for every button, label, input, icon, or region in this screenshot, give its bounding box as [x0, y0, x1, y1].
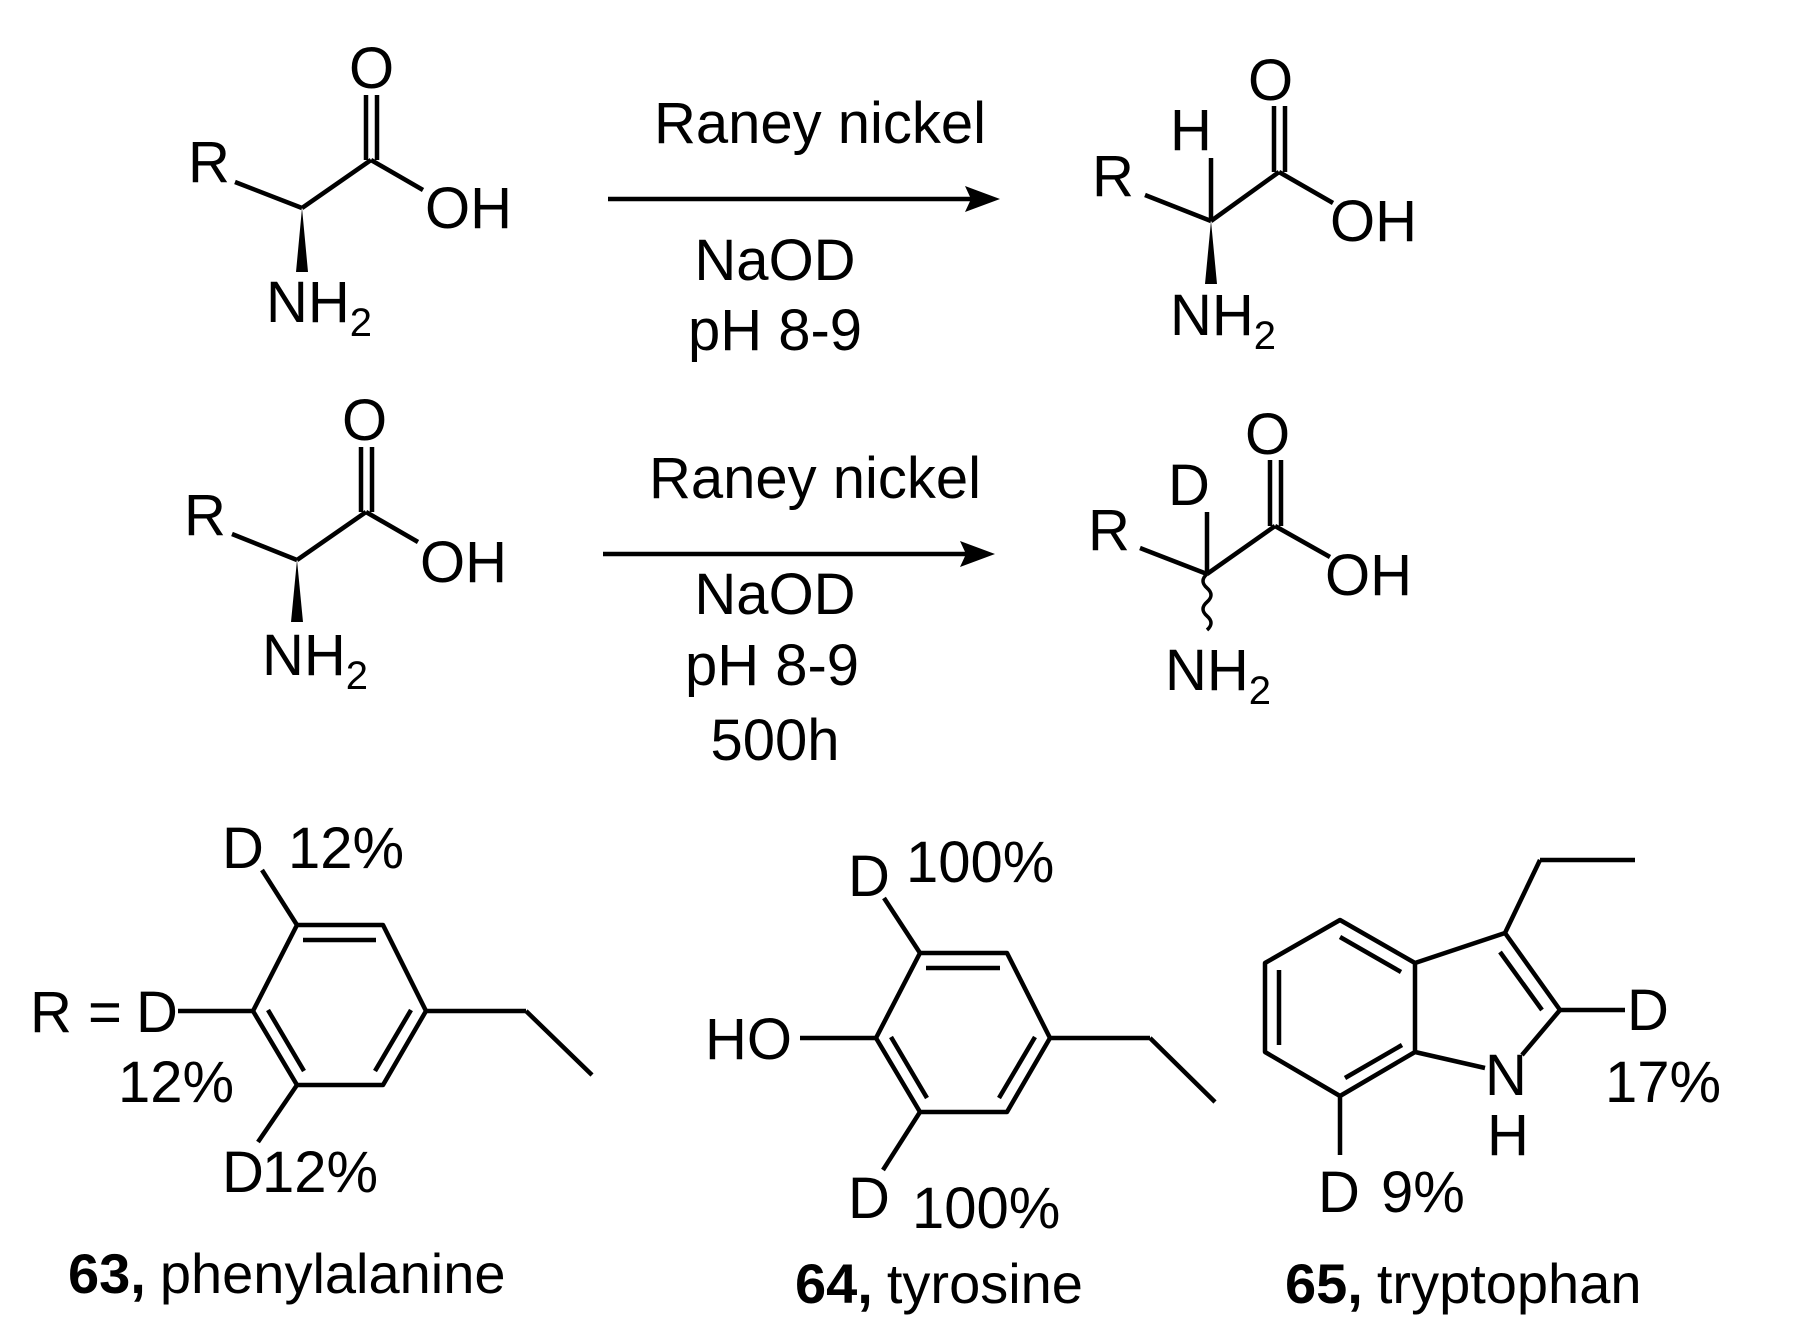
- bond: [1144, 192, 1212, 224]
- indole-benzo-ring: [1262, 917, 1418, 1099]
- bond: [1273, 524, 1332, 559]
- deuterium-label: D: [1168, 453, 1210, 518]
- r-group-label: R: [1092, 144, 1134, 209]
- deuterium-label: D: [848, 1166, 890, 1231]
- bond: [1277, 170, 1335, 205]
- bond: [1414, 1049, 1486, 1071]
- deuteration-percentage: 12%: [118, 1050, 234, 1115]
- substituent-bond: [882, 896, 922, 955]
- deuterium-label: D: [136, 980, 178, 1045]
- reaction-2-reactant: R O OH NH2: [184, 388, 507, 698]
- reaction-2-ph: pH 8-9: [685, 633, 859, 698]
- reaction-1-ph: pH 8-9: [688, 298, 862, 363]
- deuterium-label: D: [222, 816, 264, 881]
- reaction-1-reagent: Raney nickel: [654, 91, 986, 156]
- r-group-label: R: [1088, 498, 1130, 563]
- compound-caption: 63,phenylalanine: [68, 1242, 505, 1305]
- reaction-1-reactant: R O OH NH2: [188, 36, 512, 345]
- deuteration-percentage: 9%: [1381, 1160, 1465, 1225]
- reaction-1-base: NaOD: [694, 228, 855, 293]
- reaction-2-product: R D O OH NH2: [1088, 402, 1412, 713]
- wedge-bond: [1205, 221, 1217, 284]
- bond: [1205, 524, 1277, 576]
- r-group-label: R: [184, 483, 226, 548]
- bond: [231, 531, 298, 563]
- bond: [295, 510, 368, 562]
- reaction-1-product: R H O OH NH2: [1092, 48, 1417, 358]
- substituent-bond: [260, 868, 299, 927]
- wavy-bond: [1201, 572, 1213, 632]
- aromatic-double-bond: [1343, 1043, 1404, 1080]
- hydroxyl-label: OH: [425, 176, 512, 241]
- bond: [1414, 930, 1506, 966]
- side-chain-bond: [524, 1009, 594, 1077]
- compound-caption: 64,tyrosine: [795, 1252, 1083, 1315]
- compound-65-tryptophan: N H D 17% D 9% 65,tryptophan: [1262, 857, 1721, 1315]
- side-chain-bond: [1148, 1036, 1217, 1104]
- reaction-1-arrow: [608, 186, 1000, 212]
- wedge-bond: [296, 208, 308, 272]
- carbonyl-oxygen-label: O: [342, 388, 387, 453]
- reaction-2-base: NaOD: [694, 562, 855, 627]
- benzene-ring: [873, 950, 1053, 1115]
- aromatic-double-bond: [889, 1035, 929, 1100]
- compound-64-tyrosine: HO D 100% D 100% 64,tyrosine: [705, 830, 1217, 1315]
- bond: [1209, 170, 1281, 223]
- amine-label: NH2: [262, 623, 368, 698]
- side-chain-bond: [1502, 859, 1543, 934]
- compound-63-phenylalanine: D 12% R = D 12% D 12% 63,phenylalanine: [30, 816, 594, 1305]
- reaction-2: R O OH NH2 Raney nickel NaOD pH 8-9 500h…: [184, 388, 1412, 773]
- hydroxyl-label: OH: [1325, 543, 1412, 608]
- aromatic-double-bond: [266, 1008, 306, 1073]
- aromatic-double-bond: [1338, 935, 1403, 974]
- reaction-2-arrow: [603, 541, 995, 567]
- deuteration-percentage: 12%: [288, 816, 404, 881]
- r-group-label: R: [188, 130, 230, 195]
- amine-label: NH2: [1165, 638, 1271, 713]
- deuterium-label: D: [222, 1140, 264, 1205]
- bond: [364, 510, 420, 544]
- reaction-2-reagent: Raney nickel: [649, 446, 981, 511]
- bond: [300, 158, 373, 210]
- bond: [1503, 931, 1562, 1012]
- deuteration-percentage: 100%: [912, 1176, 1060, 1241]
- indole-hydrogen-label: H: [1487, 1103, 1529, 1168]
- hydroxyl-label: HO: [705, 1007, 792, 1072]
- hydroxyl-label: OH: [1330, 189, 1417, 254]
- bond: [1520, 1008, 1562, 1057]
- carbonyl-oxygen-label: O: [1248, 48, 1293, 113]
- hydrogen-label: H: [1170, 98, 1212, 163]
- bond: [1139, 545, 1208, 577]
- deuteration-percentage: 17%: [1605, 1050, 1721, 1115]
- substituent-bond: [256, 1083, 299, 1144]
- aromatic-double-bond: [997, 1035, 1037, 1100]
- reaction-1: R O OH NH2 Raney nickel NaOD pH 8-9 R H …: [188, 36, 1417, 363]
- amine-label: NH2: [266, 270, 372, 345]
- reaction-2-time: 500h: [710, 708, 839, 773]
- deuterium-label: D: [1318, 1160, 1360, 1225]
- benzene-ring: [250, 922, 429, 1088]
- bond: [369, 158, 425, 192]
- bond: [234, 179, 303, 211]
- aromatic-double-bond: [1498, 950, 1544, 1012]
- indole-nitrogen-label: N: [1485, 1043, 1527, 1108]
- wedge-bond: [291, 560, 303, 622]
- deuteration-percentage: 100%: [906, 830, 1054, 895]
- deuterium-label: D: [848, 844, 890, 909]
- r-equals-label: R =: [30, 980, 122, 1045]
- hydroxyl-label: OH: [420, 530, 507, 595]
- deuteration-percentage: 12%: [262, 1140, 378, 1205]
- aromatic-double-bond: [373, 1008, 413, 1073]
- substituent-bond: [881, 1110, 922, 1172]
- carbonyl-oxygen-label: O: [1245, 402, 1290, 467]
- compound-caption: 65,tryptophan: [1285, 1252, 1642, 1315]
- deuterium-label: D: [1627, 978, 1669, 1043]
- carbonyl-oxygen-label: O: [349, 36, 394, 101]
- amine-label: NH2: [1170, 283, 1276, 358]
